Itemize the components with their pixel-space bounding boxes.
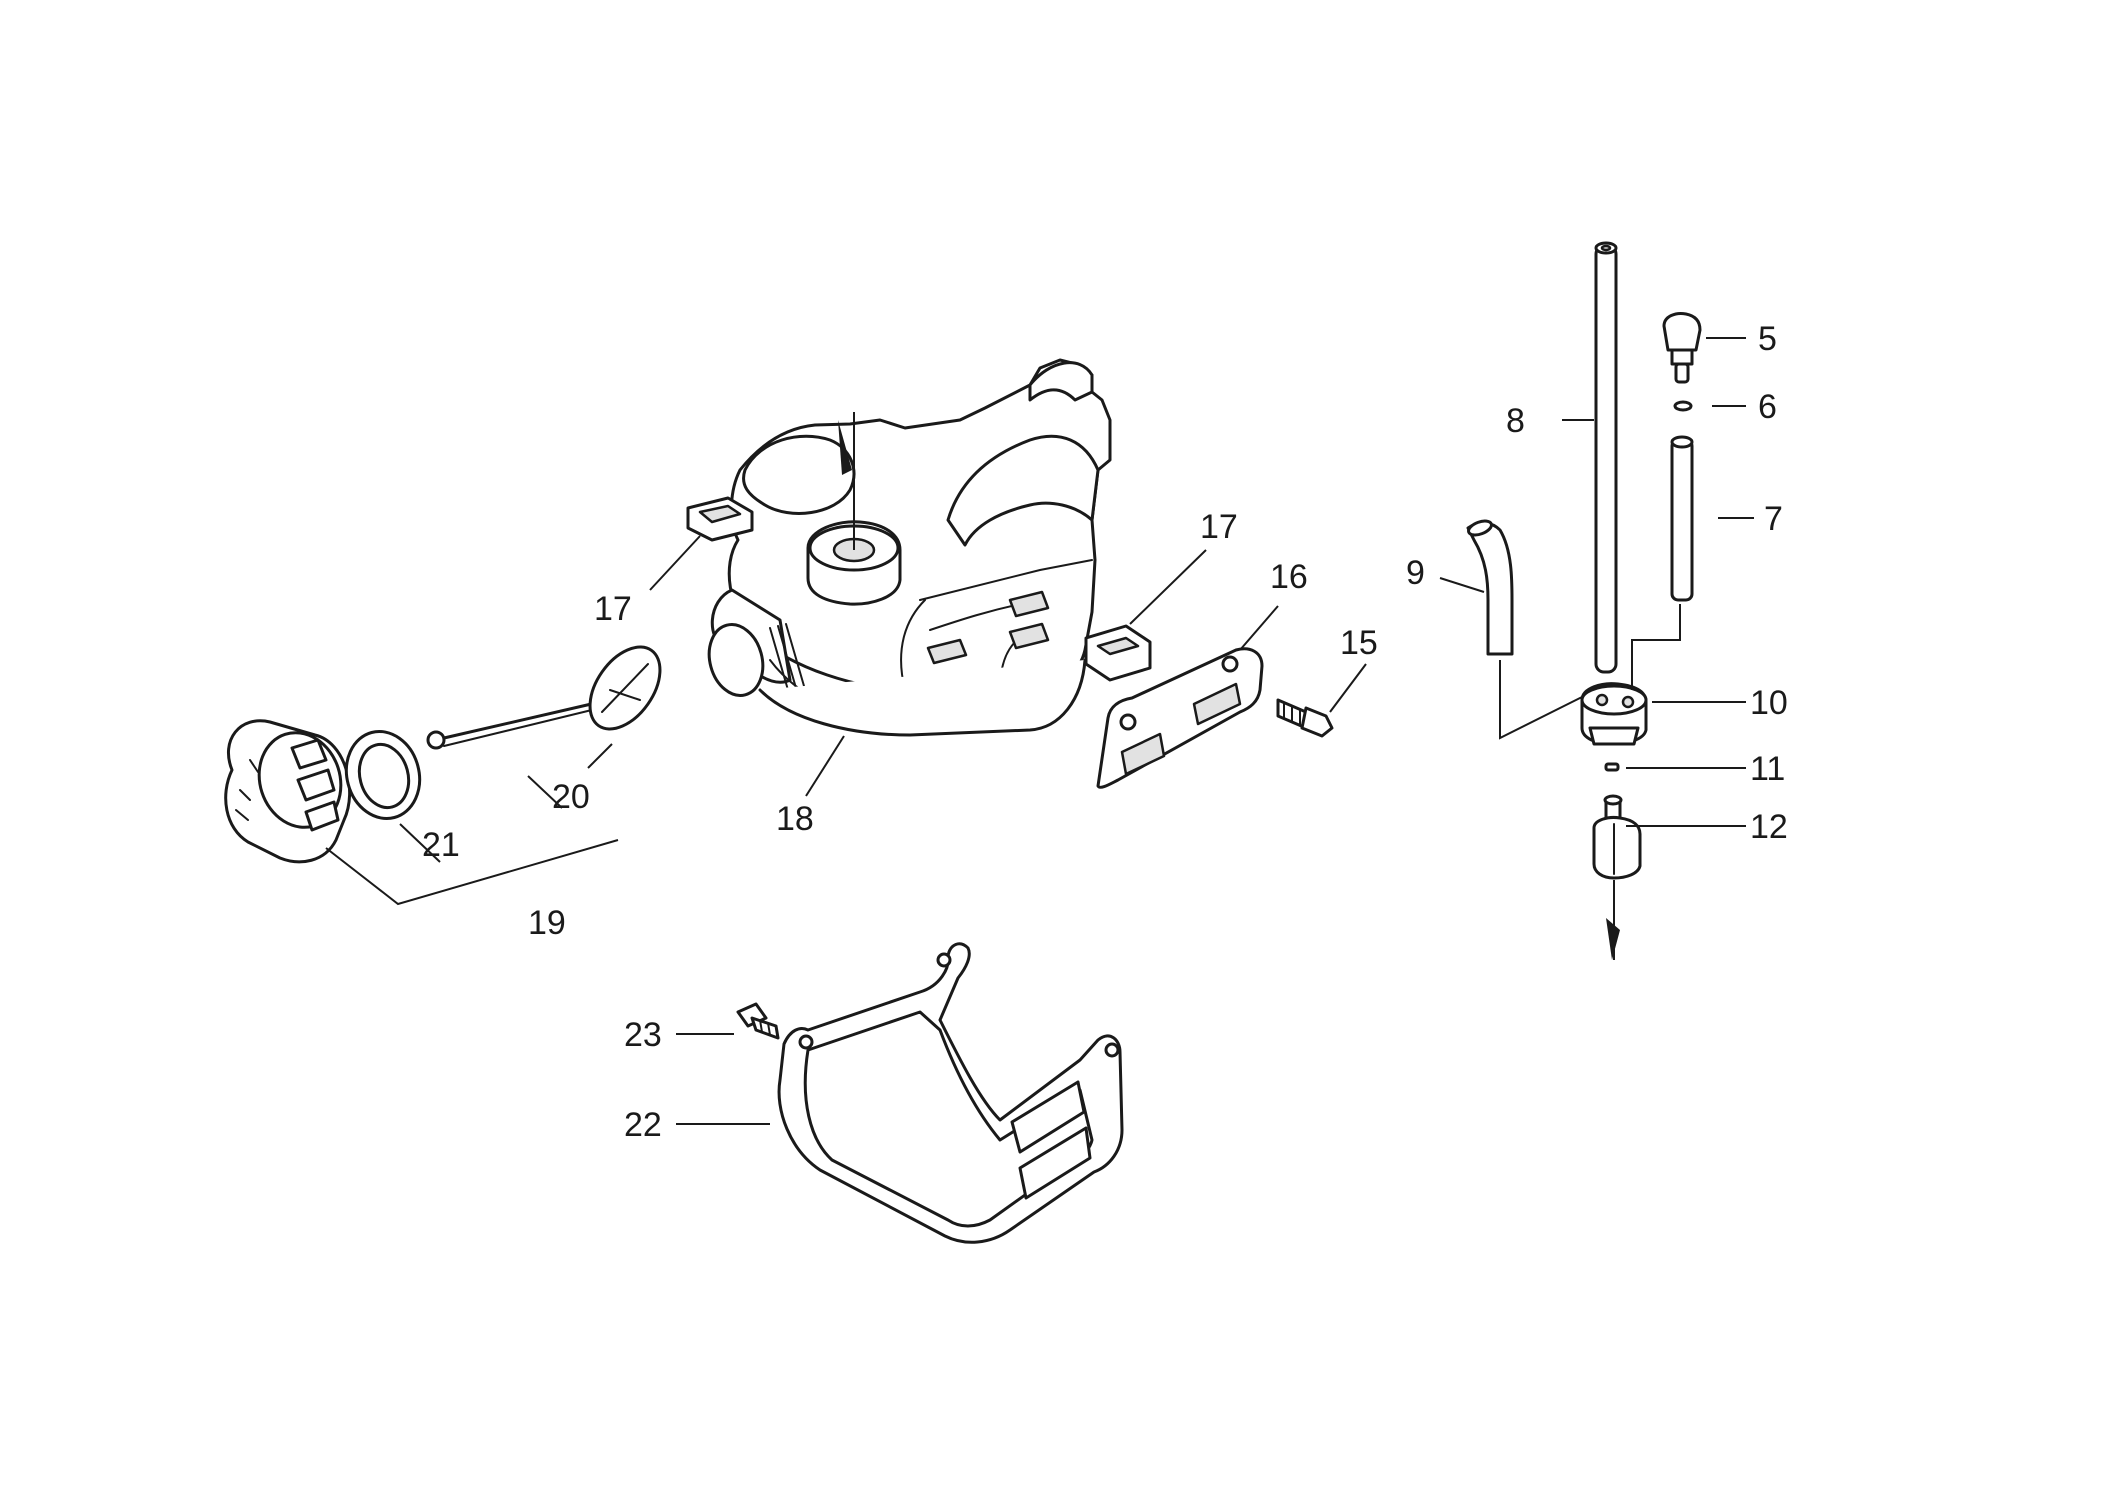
callout-17-right: 17 (1200, 508, 1238, 546)
callout-12: 12 (1750, 808, 1788, 846)
callout-20: 20 (552, 778, 590, 816)
callout-7: 7 (1764, 500, 1783, 538)
cap-gasket (344, 729, 422, 821)
callout-18: 18 (776, 800, 814, 838)
callout-19: 19 (528, 904, 566, 942)
callout-23: 23 (624, 1016, 662, 1054)
tank-mounting-plate (1096, 647, 1264, 789)
callout-21: 21 (422, 826, 460, 864)
fuel-line-grommet (1580, 682, 1648, 746)
fuel-filter-retainer (426, 645, 662, 750)
callout-22: 22 (624, 1106, 662, 1144)
tank-vent (1662, 312, 1702, 384)
fuel-suction-tube (1594, 241, 1618, 674)
fuel-line-clip (1604, 762, 1620, 772)
callout-10: 10 (1750, 684, 1788, 722)
grommet-left (686, 496, 754, 542)
callout-17-left: 17 (594, 590, 632, 628)
callout-6: 6 (1758, 388, 1777, 426)
callout-11: 11 (1750, 750, 1785, 788)
filter-outlet-arrow (1606, 880, 1620, 960)
screw-23 (736, 1002, 780, 1040)
filler-cap (224, 719, 352, 864)
callout-5: 5 (1758, 320, 1777, 358)
callout-9: 9 (1406, 554, 1425, 592)
fuel-filter (1592, 794, 1642, 880)
leader-lines (325, 337, 1754, 1125)
tank-fuel-line-arrow (838, 412, 855, 550)
callout-16: 16 (1270, 558, 1308, 596)
tank-guard-bracket (777, 942, 1124, 1244)
vent-o-ring (1673, 400, 1693, 412)
callout-labels: 5 6 7 8 9 10 11 12 15 16 17 17 18 19 20 … (422, 320, 1788, 1144)
callout-8: 8 (1506, 402, 1525, 440)
screw-15 (1276, 698, 1334, 738)
grommet-right (1084, 624, 1152, 682)
fuel-tank (707, 358, 1112, 737)
vent-hose (1670, 435, 1694, 602)
callout-15: 15 (1340, 624, 1378, 662)
return-fuel-hose (1466, 519, 1514, 656)
